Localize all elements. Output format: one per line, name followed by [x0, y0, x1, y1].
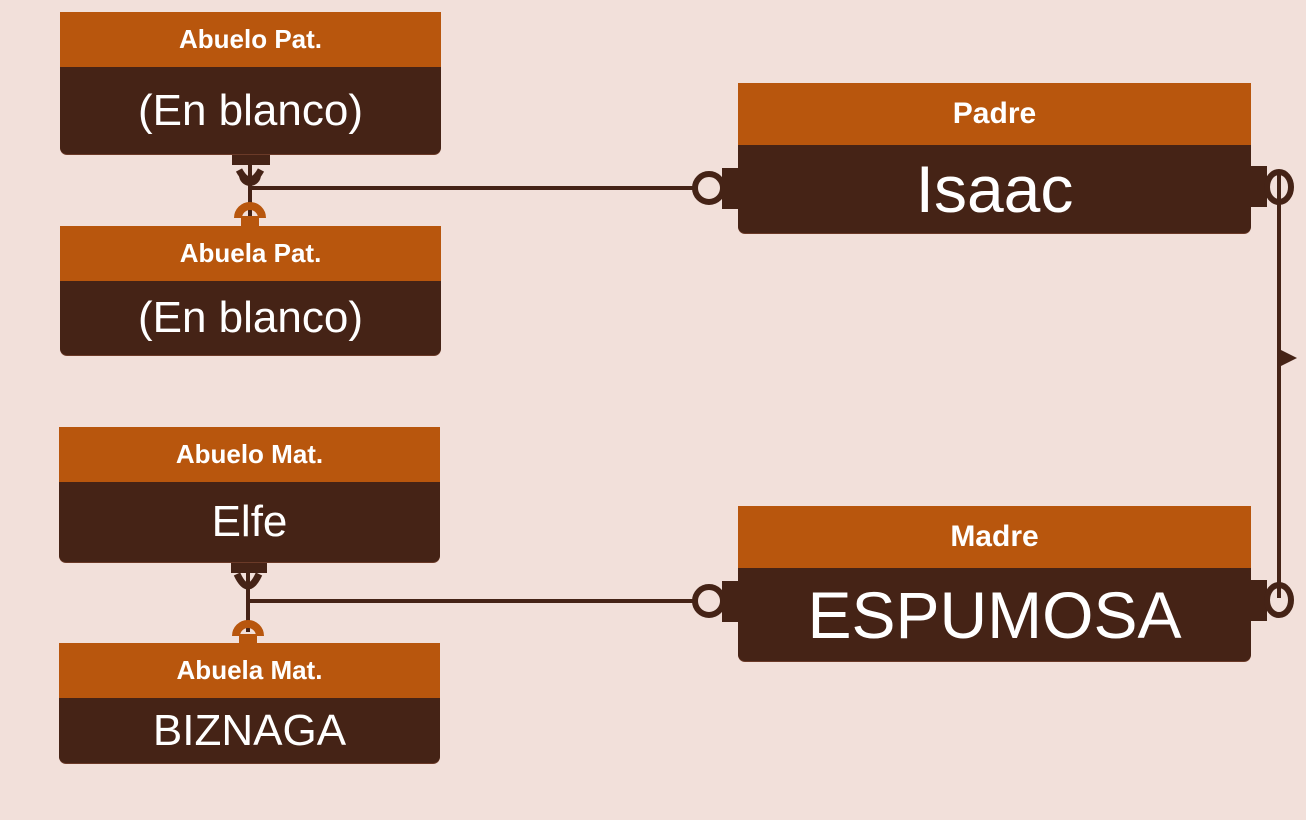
maternal-link: [231, 561, 740, 646]
node-label: Padre: [738, 83, 1251, 145]
node-value: (En blanco): [60, 67, 441, 154]
node-value: (En blanco): [60, 281, 441, 355]
node-label: Madre: [738, 506, 1251, 568]
node-value: BIZNAGA: [59, 698, 440, 763]
node-label: Abuelo Pat.: [60, 12, 441, 67]
node-abuela-pat[interactable]: Abuela Pat. (En blanco): [60, 226, 441, 355]
node-abuelo-pat[interactable]: Abuelo Pat. (En blanco): [60, 12, 441, 154]
paternal-link: [232, 152, 740, 228]
node-abuelo-mat[interactable]: Abuelo Mat. Elfe: [59, 427, 440, 562]
node-value: Elfe: [59, 482, 440, 562]
node-label: Abuelo Mat.: [59, 427, 440, 482]
node-value: Isaac: [738, 145, 1251, 233]
node-value: ESPUMOSA: [738, 568, 1251, 661]
node-padre[interactable]: Padre Isaac: [738, 83, 1251, 233]
node-label: Abuela Mat.: [59, 643, 440, 698]
node-label: Abuela Pat.: [60, 226, 441, 281]
node-abuela-mat[interactable]: Abuela Mat. BIZNAGA: [59, 643, 440, 763]
parents-link: [1249, 166, 1297, 621]
node-madre[interactable]: Madre ESPUMOSA: [738, 506, 1251, 661]
